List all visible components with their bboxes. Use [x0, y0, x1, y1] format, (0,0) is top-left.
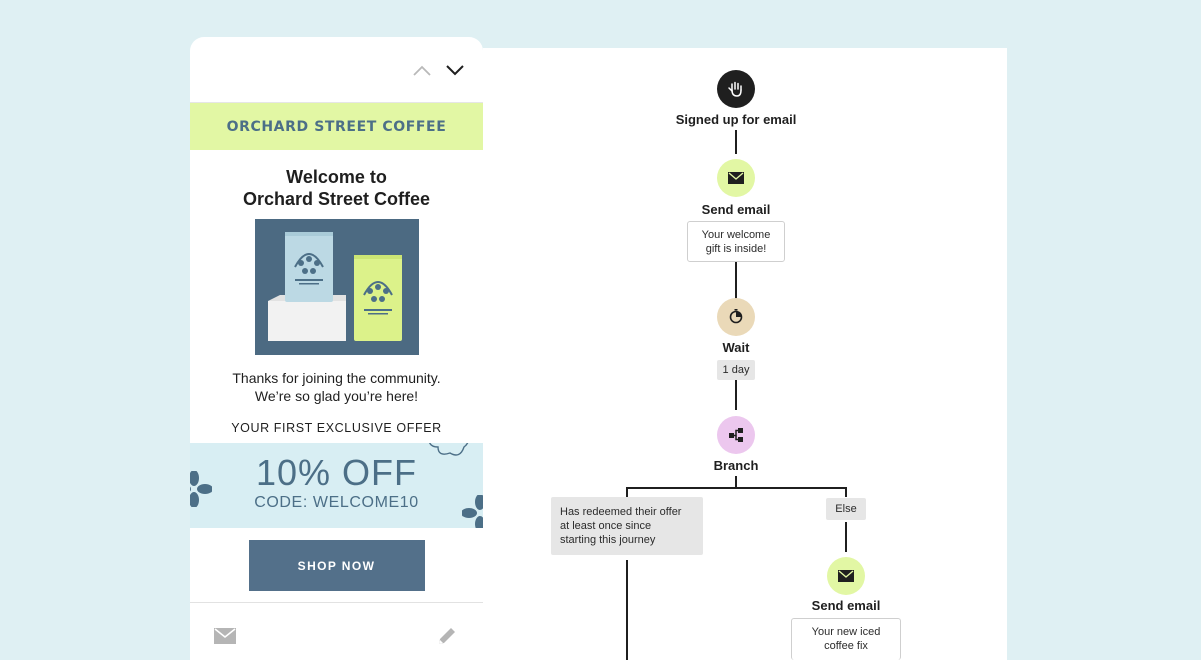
- email-preview-toolbar: [190, 37, 483, 103]
- pencil-icon[interactable]: [436, 625, 458, 647]
- email-subject-line: Your new iced: [811, 626, 881, 638]
- wait-node[interactable]: [717, 298, 755, 336]
- branch-split-line: [626, 487, 847, 489]
- offer-heading: YOUR FIRST EXCLUSIVE OFFER: [231, 421, 442, 435]
- chevron-down-icon[interactable]: [445, 63, 465, 77]
- thanks-line-2: We’re so glad you’re here!: [254, 388, 419, 404]
- email-subject-card[interactable]: Your new iced coffee fix: [791, 618, 901, 660]
- email-preview-panel: ORCHARD STREET COFFEE Welcome to Orchard…: [190, 37, 483, 660]
- send-email-label: Send email: [811, 598, 881, 613]
- send-email-node[interactable]: [827, 557, 865, 595]
- connector: [845, 522, 847, 552]
- shop-now-button[interactable]: SHOP NOW: [248, 540, 425, 591]
- condition-line: at least once since: [560, 520, 652, 532]
- connector: [735, 476, 737, 488]
- wait-duration-tag[interactable]: 1 day: [717, 360, 755, 380]
- connector: [735, 130, 737, 154]
- connector: [735, 380, 737, 410]
- connector: [735, 262, 737, 300]
- trigger-label: Signed up for email: [675, 112, 797, 127]
- flower-icon: [190, 471, 212, 507]
- email-brand-header: ORCHARD STREET COFFEE: [190, 103, 483, 150]
- hand-icon: [728, 81, 742, 97]
- wait-label: Wait: [722, 340, 750, 355]
- else-branch-tag[interactable]: Else: [826, 498, 866, 520]
- thanks-line-1: Thanks for joining the community.: [232, 370, 441, 386]
- welcome-line-2: Orchard Street Coffee: [242, 189, 431, 209]
- journey-flow-canvas: Signed up for email Send email Your welc…: [483, 48, 1007, 660]
- timer-icon: [729, 309, 743, 324]
- email-subject-line: coffee fix: [824, 640, 868, 652]
- flower-outline-icon: [429, 443, 469, 456]
- offer-percent: 10% OFF: [255, 452, 418, 493]
- mail-icon: [728, 172, 744, 184]
- welcome-title: Welcome to Orchard Street Coffee: [190, 166, 483, 210]
- flower-icon: [462, 495, 483, 528]
- send-email-node[interactable]: [717, 159, 755, 197]
- trigger-node[interactable]: [717, 70, 755, 108]
- offer-band: 10% OFF CODE: WELCOME10: [190, 443, 483, 528]
- email-subject-card[interactable]: Your welcome gift is inside!: [687, 221, 785, 262]
- condition-line: Has redeemed their offer: [560, 506, 682, 518]
- email-subject-line: Your welcome: [701, 229, 771, 241]
- send-email-label: Send email: [701, 202, 771, 217]
- connector: [626, 487, 628, 497]
- email-subject-line: gift is inside!: [705, 243, 767, 255]
- thanks-message: Thanks for joining the community. We’re …: [190, 369, 483, 405]
- mail-icon[interactable]: [214, 628, 236, 644]
- branch-label: Branch: [713, 458, 759, 473]
- connector: [626, 560, 628, 660]
- chevron-up-icon[interactable]: [412, 63, 432, 77]
- welcome-line-1: Welcome to: [286, 167, 387, 187]
- offer-code: CODE: WELCOME10: [254, 494, 419, 511]
- brand-name: ORCHARD STREET COFFEE: [226, 118, 447, 135]
- branch-node[interactable]: [717, 416, 755, 454]
- connector: [845, 487, 847, 497]
- branch-icon: [729, 428, 743, 442]
- email-preview-footer: [190, 602, 483, 660]
- branch-condition-card[interactable]: Has redeemed their offer at least once s…: [551, 497, 703, 555]
- condition-line: starting this journey: [560, 534, 656, 546]
- mail-icon: [838, 570, 854, 582]
- coffee-bags-image: [254, 219, 419, 355]
